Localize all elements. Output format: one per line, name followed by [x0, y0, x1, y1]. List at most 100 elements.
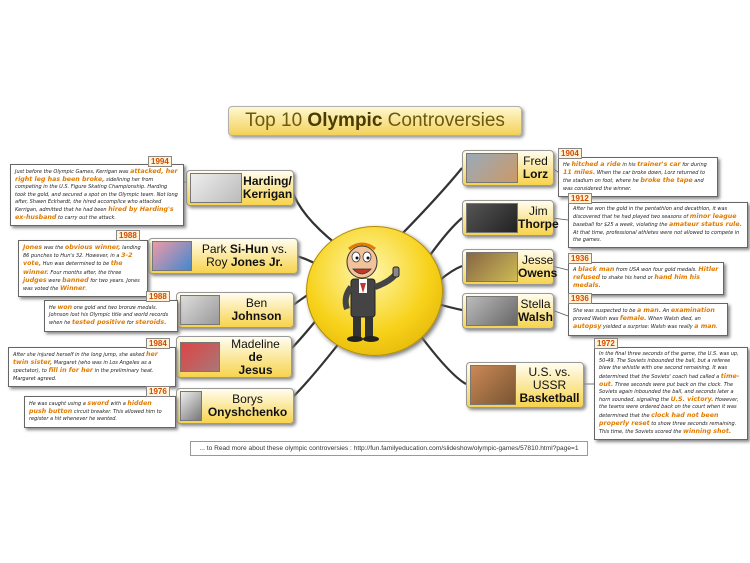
highlight-text: won [57, 304, 73, 311]
highlight-text: a man [694, 323, 717, 331]
note-text: sidelining her from competing in the U.S… [15, 177, 178, 214]
note-owens: A black man from USA won four gold medal… [568, 262, 724, 295]
connector-owens [439, 264, 463, 281]
highlight-text: her twin sister, [13, 351, 158, 367]
highlight-text: judges [23, 276, 47, 284]
athlete-icon [180, 342, 220, 372]
footer-read-more-link[interactable]: ... to Read more about these olympic con… [190, 441, 588, 456]
note-dejesus: After she injured herself in the long ju… [8, 347, 176, 387]
note-text: In the final three seconds of the game, … [599, 351, 739, 380]
sprinter-icon [466, 296, 518, 326]
note-text: yielded a surprise: Walsh was really [601, 324, 695, 331]
note-text: She was suspected to be [573, 308, 637, 314]
note-text: for during [680, 162, 707, 168]
note-text: one gold and two bronze medals. Johnson … [49, 305, 169, 327]
highlight-text: black man [578, 266, 615, 273]
highlight-text: hand him his medals. [573, 274, 701, 290]
highlight-text: female. [619, 315, 647, 323]
connector-lorz [399, 167, 463, 237]
node-park-jones[interactable]: Park Si-Hun vs.Roy Jones Jr. [148, 238, 298, 274]
highlight-text: attacked, her right leg has been broke, [15, 168, 178, 184]
note-text: . [716, 324, 718, 331]
note-text: for two years. Jones was voted the [23, 277, 140, 293]
year-badge: 1972 [594, 338, 618, 349]
year-badge: 1988 [146, 291, 170, 302]
note-walsh: She was suspected to be a man. An examin… [568, 303, 728, 336]
note-harding: Just before the Olympic Games, Kerrigan … [10, 164, 184, 227]
central-topic [306, 226, 443, 356]
running-shoe-icon [180, 295, 220, 325]
note-text: in his [620, 162, 638, 168]
highlight-text: banned [62, 276, 89, 284]
year-badge: 1936 [568, 253, 592, 264]
note-text: with a [108, 401, 128, 407]
node-harding-kerrigan[interactable]: Harding/Kerrigan [186, 170, 294, 206]
marathon-icon [466, 153, 518, 183]
highlight-text: sword [87, 400, 109, 407]
note-text: Margaret (who was in Los Angeles as a sp… [13, 360, 152, 375]
note-text: landing 86 punches to Hun's 32. However,… [23, 245, 141, 260]
note-text: He was caught using a [29, 401, 88, 407]
note-text: He [49, 305, 58, 311]
highlight-text: steroids. [135, 319, 167, 327]
year-badge: 1984 [146, 338, 170, 349]
note-text: An [661, 308, 671, 314]
basketball-hoop-icon [470, 365, 516, 405]
year-badge: 1988 [116, 230, 140, 241]
highlight-text: trainer's car [637, 161, 681, 168]
note-text: proved Walsh was [573, 316, 620, 323]
year-badge: 1936 [568, 293, 592, 304]
medals-icon [466, 252, 518, 282]
highlight-text: obvious winner, [64, 244, 121, 251]
note-text: After she injured herself in the long ju… [13, 352, 146, 358]
highlight-text: minor league [689, 213, 737, 221]
highlight-text: fill in for her [48, 367, 93, 375]
highlight-text: a man. [636, 307, 662, 314]
highlight-text: time-out. [599, 372, 740, 388]
highlight-text: 11 miles. [563, 169, 596, 177]
highlight-text: Winner [59, 285, 86, 293]
note-text: . [85, 286, 88, 293]
note-text: in the preliminary heat. Margaret agreed… [13, 368, 154, 382]
highlight-text: clock had not been properly reset [599, 411, 719, 427]
year-badge: 1912 [568, 193, 592, 204]
highlight-text: amateur status rule. [669, 221, 743, 229]
note-text: Three seconds were put back on the clock… [599, 381, 734, 404]
note-johnson: He won one gold and two bronze medals. J… [44, 300, 178, 332]
highlight-text: winning shot. [683, 428, 732, 436]
highlight-text: the winner. [23, 260, 123, 276]
highlight-text: autopsy [573, 323, 602, 331]
note-text: to carry out the attack. [56, 215, 116, 222]
note-text: for [125, 320, 136, 327]
connector-basketball [419, 334, 467, 385]
highlight-text: Hitler refused [573, 266, 719, 282]
note-text: were [46, 277, 63, 284]
fencing-icon [180, 391, 202, 421]
note-basketball: In the final three seconds of the game, … [594, 347, 748, 441]
ice-skates-icon [190, 173, 242, 203]
highlight-text: examination [670, 307, 715, 314]
note-text: When the car broke down, Lorz returned t… [563, 170, 706, 185]
note-text: and was considered the winner. [563, 178, 704, 192]
note-text: Hun was determined to be [41, 261, 111, 268]
note-text: from USA won four gold medals. [614, 267, 699, 273]
note-text: A [573, 267, 579, 273]
highlight-text: U.S. victory. [670, 396, 714, 404]
note-text: After he won the gold in the pentathlon … [573, 206, 728, 221]
year-badge: 1994 [148, 156, 172, 167]
highlight-text: tested positive [71, 319, 126, 327]
connector-onyshchenko [291, 341, 341, 399]
note-lorz: He hitched a ride in his trainer's car f… [558, 157, 718, 197]
highlight-text: hidden push button [29, 400, 152, 416]
highlight-text: hired by Harding's ex-husband [15, 206, 174, 222]
note-text: Four months after, the three [48, 269, 122, 276]
boxing-icon [152, 241, 192, 271]
